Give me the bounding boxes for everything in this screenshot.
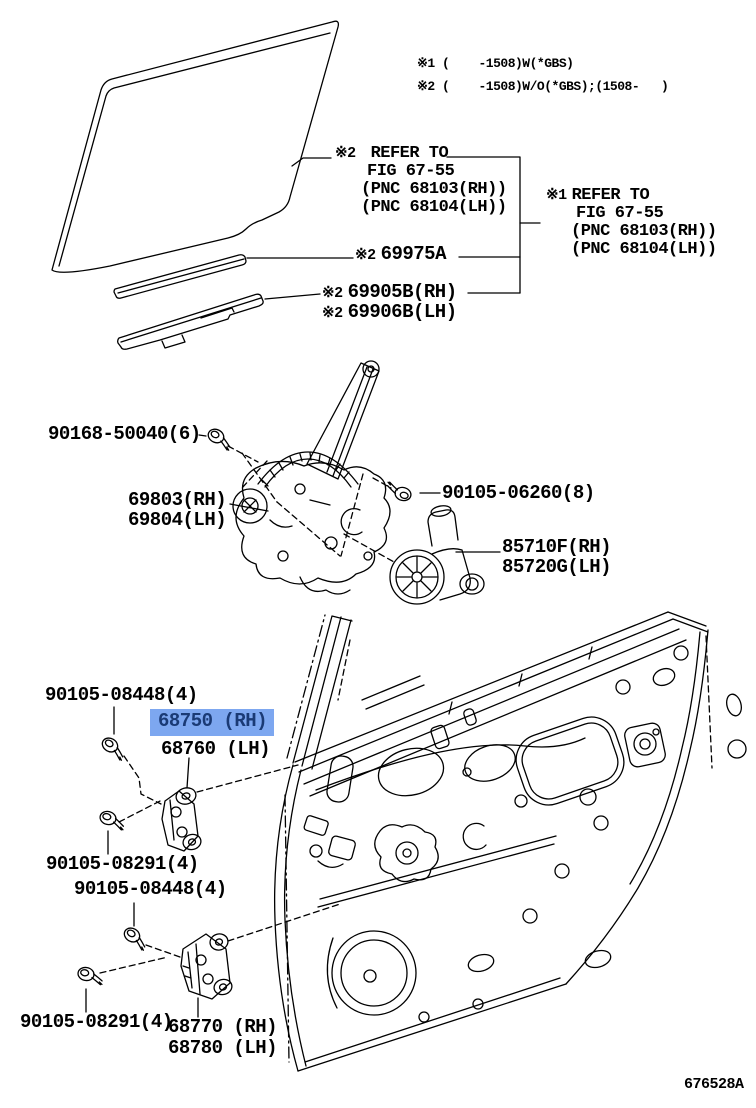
part-label-68760[interactable]: 68760 (LH) (161, 738, 271, 760)
refer-block-2-fig: FIG 67-55 (367, 162, 455, 181)
lower-hinge-drawing (180, 933, 233, 1000)
refer-block-1-fig: FIG 67-55 (576, 204, 664, 223)
door-panel-drawing (273, 611, 747, 1072)
part-label-90168-50040[interactable]: 90168-50040(6) (48, 423, 201, 445)
part-number: 69906B(LH) (347, 301, 458, 323)
refer-block-1-pnc-rh: (PNC 68103(RH)) (571, 222, 717, 241)
door-glass-drawing (51, 20, 340, 273)
ref-mark: ※2 (322, 285, 343, 302)
ref-mark-1: ※1 (546, 187, 567, 204)
part-label-68750-highlighted[interactable]: 68750 (RH) (150, 709, 275, 736)
part-label-69804[interactable]: 69804(LH) (128, 509, 227, 531)
part-label-69803[interactable]: 69803(RH) (128, 489, 227, 511)
upper-hinge-drawing (161, 787, 202, 852)
refer-block-2-pnc-lh: (PNC 68104(LH)) (361, 198, 507, 217)
part-number: 69905B(RH) (347, 281, 458, 303)
regulator-motor-drawing (389, 505, 485, 605)
screw-icon (383, 481, 414, 503)
window-regulator-drawing (232, 360, 391, 595)
refer-block-1-pnc-lh: (PNC 68104(LH)) (571, 240, 717, 259)
part-label-85710f[interactable]: 85710F(RH) (502, 536, 612, 558)
ref-mark-2: ※2 (335, 145, 356, 162)
run-channel-strip-drawing (113, 254, 247, 299)
refer-title: REFER TO (571, 186, 650, 205)
part-label-90105-08448-upper[interactable]: 90105-08448(4) (45, 684, 198, 706)
leader-lines (85, 156, 541, 1018)
weatherstrip-drawing (117, 293, 264, 350)
part-label-68780[interactable]: 68780 (LH) (168, 1037, 278, 1059)
part-label-85720g[interactable]: 85720G(LH) (502, 556, 612, 578)
part-label-90105-08291-lower[interactable]: 90105-08291(4) (20, 1011, 173, 1033)
refer-title: REFER TO (370, 144, 449, 163)
legend-line-1: ※1 ( -1508)W(*GBS) (417, 56, 574, 71)
part-label-90105-08291-upper[interactable]: 90105-08291(4) (46, 853, 199, 875)
ref-mark: ※2 (355, 247, 376, 264)
part-label-90105-08448-lower[interactable]: 90105-08448(4) (74, 878, 227, 900)
refer-block-2-pnc-rh: (PNC 68103(RH)) (361, 180, 507, 199)
assembly-dash-lines (99, 445, 395, 974)
refer-block-2-title: ※2 REFER TO (335, 144, 449, 163)
part-number: 68750 (RH) (158, 710, 268, 732)
bolt-icon (120, 924, 152, 952)
ref-mark: ※2 (322, 305, 343, 322)
bolt-icon (76, 965, 106, 986)
part-label-68770[interactable]: 68770 (RH) (168, 1016, 278, 1038)
part-label-90105-06260[interactable]: 90105-06260(8) (442, 482, 595, 504)
diagram-code: 676528A (684, 1076, 744, 1093)
legend-line-2: ※2 ( -1508)W/O(*GBS);(1508- ) (417, 79, 669, 94)
part-number: 69975A (380, 243, 447, 265)
